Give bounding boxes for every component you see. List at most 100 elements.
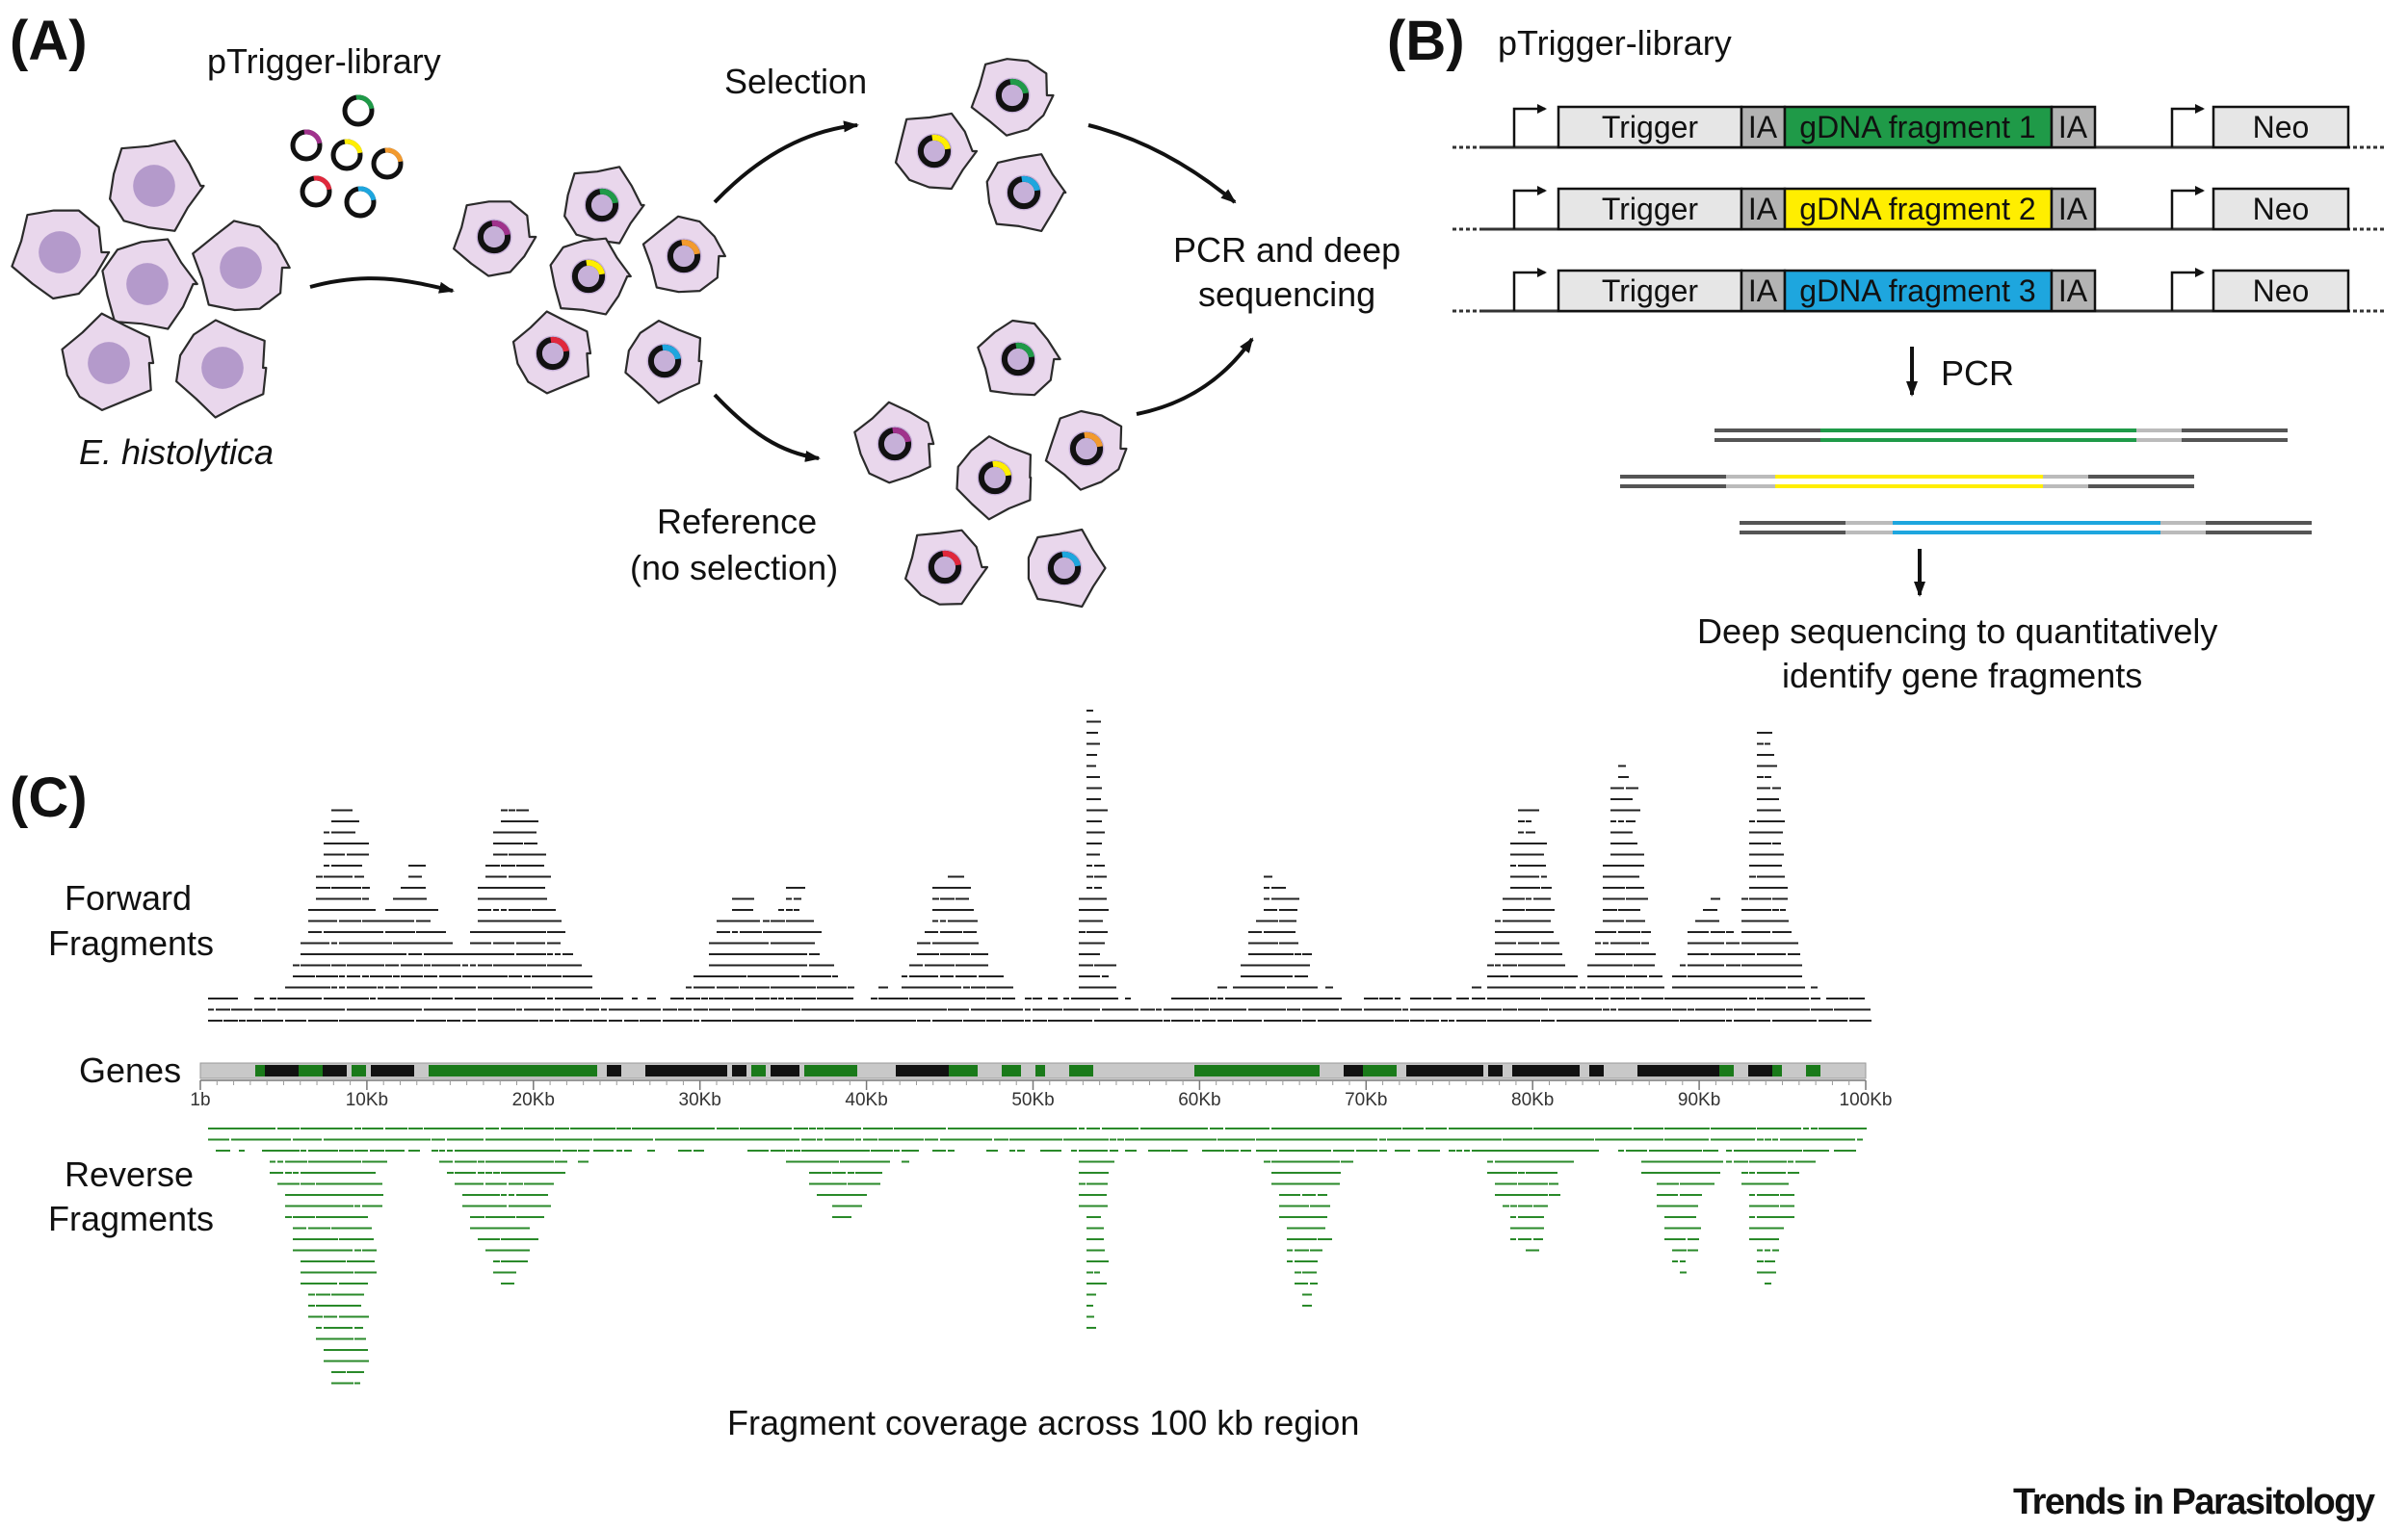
plasmid-icon [330, 139, 363, 171]
transfected-cell [624, 320, 703, 404]
transfected-cell [955, 435, 1033, 521]
reverse-fragments [208, 1128, 1867, 1385]
gene-mark [1002, 1065, 1021, 1077]
panel-a-label: (A) [10, 10, 88, 72]
gene-mark [429, 1065, 597, 1077]
organism-label: E. histolytica [79, 432, 274, 472]
panel-c-caption: Fragment coverage across 100 kb region [727, 1403, 1359, 1442]
plasmid-icon [917, 134, 952, 169]
plasmid-icon [1069, 431, 1104, 466]
amoeba-cell [61, 312, 155, 411]
gene-mark [1806, 1065, 1820, 1077]
genes-label: Genes [79, 1051, 181, 1090]
gene-mark [299, 1065, 323, 1077]
axis-tick-label: 20Kb [512, 1090, 555, 1110]
plasmid-icon [571, 259, 606, 294]
plasmid-icon [371, 147, 404, 180]
pcr-product-1 [1714, 428, 2288, 442]
gene-mark [645, 1065, 727, 1077]
pcr-products [1620, 428, 2312, 534]
pcr-label-sub: sequencing [1198, 274, 1375, 314]
gene-mark [371, 1065, 414, 1077]
transfected-cell [853, 401, 935, 484]
gene-mark [896, 1065, 949, 1077]
selection-label: Selection [724, 62, 867, 101]
promoter-icon [1512, 186, 1547, 229]
axis-tick-label: 50Kb [1011, 1090, 1054, 1110]
transfected-cell [970, 58, 1055, 137]
plasmid-icon [928, 550, 962, 584]
gene-mark [771, 1065, 799, 1077]
gene-mark [1069, 1065, 1093, 1077]
gene-mark [1719, 1065, 1734, 1077]
axis-tick-label: 90Kb [1678, 1090, 1720, 1110]
transfected-cell [977, 319, 1061, 397]
promoter-icon [2170, 268, 2205, 311]
ia-left-label: IA [1748, 273, 1778, 308]
neo-label: Neo [2253, 192, 2310, 226]
transfected-cell [563, 166, 645, 245]
gene-mark [1512, 1065, 1580, 1077]
deep-seq-label-sub: identify gene fragments [1782, 656, 2142, 695]
gene-mark [352, 1065, 366, 1077]
trigger-label: Trigger [1602, 110, 1699, 144]
selection-to-pcr-arrow [1087, 123, 1237, 204]
gene-mark [1589, 1065, 1604, 1077]
transfected-cell [641, 215, 726, 294]
reverse-label: Reverse [65, 1155, 194, 1194]
gdna-fragment-label: gDNA fragment 2 [1799, 192, 2035, 226]
gene-mark [732, 1065, 746, 1077]
ia-right-label: IA [2058, 110, 2088, 144]
plasmid-icon [877, 427, 912, 461]
gene-track [199, 1062, 1867, 1079]
neo-label: Neo [2253, 110, 2310, 144]
plasmid-icon [344, 186, 377, 219]
deep-seq-label: Deep sequencing to quantitatively [1697, 611, 2217, 651]
plasmid-icon [1007, 175, 1041, 210]
axis-tick-label: 10Kb [346, 1090, 388, 1110]
transfected-cell [985, 153, 1067, 232]
gene-mark [751, 1065, 766, 1077]
ia-left-label: IA [1748, 192, 1778, 226]
panel-c-label: (C) [10, 766, 88, 829]
gene-mark [1035, 1065, 1045, 1077]
plasmid-icon [300, 175, 332, 208]
gene-mark [804, 1065, 857, 1077]
gene-mark [1344, 1065, 1363, 1077]
gene-mark [1637, 1065, 1719, 1077]
transfected-cell [511, 310, 592, 395]
transfected-cell [1027, 528, 1107, 609]
library-label: pTrigger-library [207, 41, 441, 81]
reverse-label-sub: Fragments [48, 1199, 214, 1238]
amoeba-cell [101, 238, 198, 330]
panel-a-cells [11, 58, 1128, 609]
transfected-cell [453, 200, 537, 277]
pcr-product-2 [1620, 475, 2194, 488]
plasmid-icon [536, 336, 570, 371]
ia-right-label: IA [2058, 273, 2088, 308]
plasmid-icon [1001, 342, 1035, 376]
amoeba-cell [11, 209, 111, 300]
plasmid-icon [647, 344, 682, 378]
plasmid-icon [290, 129, 323, 162]
gene-mark [1363, 1065, 1397, 1077]
promoter-icon [2170, 104, 2205, 147]
gene-mark [255, 1065, 265, 1077]
transfected-cell [904, 529, 989, 606]
promoter-icon [1512, 104, 1547, 147]
transfected-cell [894, 112, 979, 191]
journal-logo: Trends in Parasitology [2013, 1482, 2375, 1522]
forward-fragments [208, 710, 1871, 1022]
axis-tick-label: 60Kb [1178, 1090, 1220, 1110]
gene-mark [1406, 1065, 1483, 1077]
ia-left-label: IA [1748, 110, 1778, 144]
transfected-cell [1044, 409, 1128, 491]
gene-mark [607, 1065, 621, 1077]
ia-right-label: IA [2058, 192, 2088, 226]
pcr-step-label: PCR [1941, 353, 2014, 393]
transfected-cell [549, 237, 632, 316]
plasmid-icon [342, 94, 375, 127]
